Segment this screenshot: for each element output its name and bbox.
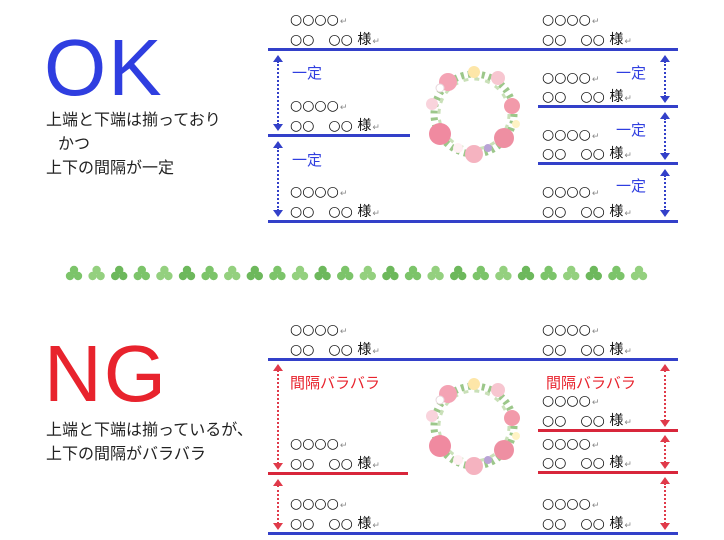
ng-right-entry-4-line2: ○○ ○○ 様↵ [542, 516, 632, 532]
ng-right-spacing-arrow-1 [660, 364, 670, 427]
ok-left-spacing-arrow-1 [273, 55, 283, 131]
ok-right-entry-2-line2: ○○ ○○ 様↵ [542, 89, 632, 105]
ok-right-entry-2-line1: ○○○○↵ [542, 70, 600, 86]
ng-left-entry-3-line1: ○○○○↵ [290, 496, 348, 512]
ng-right-entry-3-line2: ○○ ○○ 様↵ [542, 455, 632, 471]
ok-left-rule-middle [268, 134, 410, 137]
ok-right-entry-1-line1: ○○○○↵ [542, 12, 600, 28]
ng-right-entry-1-line1: ○○○○↵ [542, 322, 600, 338]
ok-left-spacing-label-2: 一定 [292, 151, 323, 169]
ng-right-entry-2-line2: ○○ ○○ 様↵ [542, 413, 632, 429]
ng-right-rule-3 [538, 471, 678, 474]
ok-right-spacing-arrow-2 [660, 112, 670, 160]
ng-left-entry-2-line1: ○○○○↵ [290, 436, 348, 452]
ok-right-rule-3 [538, 162, 678, 165]
ng-left-spacing-arrow-2 [273, 479, 283, 530]
ok-right-spacing-arrow-3 [660, 169, 670, 217]
ng-desc-line-2: 上下の間隔がバラバラ [46, 444, 206, 463]
ok-left-entry-3-line1: ○○○○↵ [290, 184, 348, 200]
ng-left-entry-1-line2: ○○ ○○ 様↵ [290, 342, 380, 358]
ng-left-entry-1-line1: ○○○○↵ [290, 322, 348, 338]
ok-left-spacing-label-1: 一定 [292, 64, 323, 82]
ok-left-entry-2-line1: ○○○○↵ [290, 98, 348, 114]
ng-desc-line-1: 上端と下端は揃っているが、 [46, 420, 253, 439]
ng-left-rule-middle [268, 472, 408, 475]
ng-flower-wreath-image [426, 378, 520, 475]
clover-divider-decoration [65, 265, 648, 281]
ok-right-spacing-arrow-1 [660, 55, 670, 103]
ok-bottom-rule [268, 220, 678, 223]
ng-right-spacing-arrow-3 [660, 477, 670, 530]
ng-left-entry-3-line2: ○○ ○○ 様↵ [290, 516, 380, 532]
ok-right-spacing-label-3: 一定 [616, 177, 647, 195]
ok-desc-line-3: 上下の間隔が一定 [46, 158, 175, 177]
ok-right-spacing-label-2: 一定 [616, 121, 647, 139]
ng-right-spacing-arrow-2 [660, 435, 670, 469]
ng-left-spacing-label: 間隔バラバラ [290, 374, 380, 392]
ng-heading: NG [44, 329, 168, 418]
ng-left-spacing-arrow-1 [273, 364, 283, 470]
ng-left-entry-2-line2: ○○ ○○ 様↵ [290, 456, 380, 472]
ok-left-entry-1-line2: ○○ ○○ 様↵ [290, 32, 380, 48]
ok-right-entry-4-line1: ○○○○↵ [542, 184, 600, 200]
ng-bottom-rule [268, 532, 678, 535]
ng-right-rule-2 [538, 429, 678, 432]
ng-right-spacing-label: 間隔バラバラ [546, 374, 636, 392]
ok-desc-line-1: 上端と下端は揃っており [46, 110, 221, 129]
ok-right-entry-3-line1: ○○○○↵ [542, 127, 600, 143]
ok-right-entry-3-line2: ○○ ○○ 様↵ [542, 146, 632, 162]
ok-desc-line-2: かつ [58, 134, 91, 153]
ok-left-rule-top [268, 48, 410, 51]
ng-right-entry-2-line1: ○○○○↵ [542, 393, 600, 409]
ok-left-entry-1-line1: ○○○○↵ [290, 12, 348, 28]
ok-right-rule-top [410, 48, 678, 51]
ok-left-entry-2-line2: ○○ ○○ 様↵ [290, 118, 380, 134]
ok-left-entry-3-line2: ○○ ○○ 様↵ [290, 204, 380, 220]
ng-right-entry-4-line1: ○○○○↵ [542, 496, 600, 512]
ok-right-entry-4-line2: ○○ ○○ 様↵ [542, 204, 632, 220]
ok-right-entry-1-line2: ○○ ○○ 様↵ [542, 32, 632, 48]
ng-right-entry-3-line1: ○○○○↵ [542, 436, 600, 452]
ok-heading: OK [44, 23, 164, 112]
ok-flower-wreath-image [426, 66, 520, 163]
ok-right-rule-2 [538, 105, 678, 108]
ng-right-entry-1-line2: ○○ ○○ 様↵ [542, 342, 632, 358]
ok-right-spacing-label-1: 一定 [616, 64, 647, 82]
ok-left-spacing-arrow-2 [273, 141, 283, 217]
ng-top-rule [268, 358, 678, 361]
